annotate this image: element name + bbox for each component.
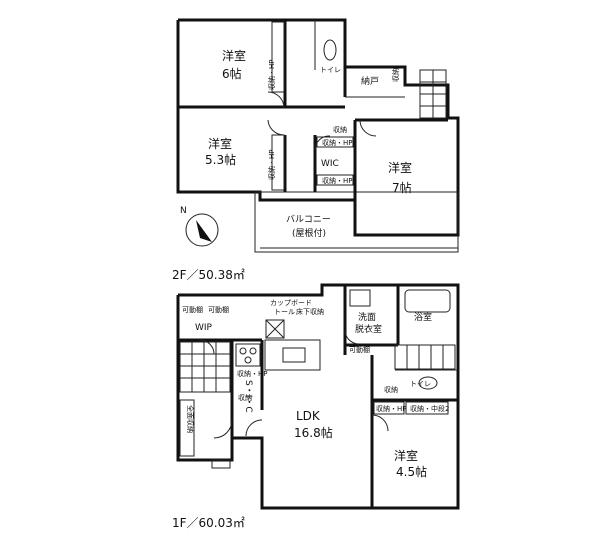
room-1f-wip: WIP xyxy=(195,323,213,333)
room-1f-western-size: 4.5帖 xyxy=(396,464,427,479)
door-entrance xyxy=(213,419,233,439)
stovetop xyxy=(235,343,261,367)
toilet-1f-fixture xyxy=(418,376,438,390)
storage-2f-label-b: 収納 xyxy=(391,68,400,82)
burner-b xyxy=(249,347,257,355)
storage-2f-label-a: 収納 xyxy=(333,125,347,134)
shoe-storage xyxy=(179,399,195,457)
closet-53 xyxy=(271,134,285,191)
room-1f-sic: S・I・C xyxy=(243,380,253,413)
storage-1f-label-b: 収納 xyxy=(238,393,252,402)
door-western xyxy=(371,414,389,432)
room-1f-wash-1: 洗面 xyxy=(358,311,376,323)
movable-shelf-c: 可動棚 xyxy=(349,345,370,354)
cupboard-1: カップボード xyxy=(270,299,312,307)
closet-2f-label-a: 収納・HP xyxy=(267,60,276,91)
floor-2-plan: 洋室 6帖 洋室 5.3帖 洋室 7帖 WIC 納戸 トイレ バルコニー (屋根… xyxy=(176,18,460,253)
shoe-storage-label: 全面収納 xyxy=(186,405,195,433)
entrance-step xyxy=(211,459,231,469)
compass-icon: N xyxy=(180,206,219,247)
room-1f-bath: 浴室 xyxy=(414,311,432,323)
door-53 xyxy=(267,119,285,136)
balcony-label-2: (屋根付) xyxy=(292,227,326,239)
door-wip xyxy=(199,339,215,355)
room-2f-wic: WIC xyxy=(321,159,339,169)
stairs-2f xyxy=(419,69,447,119)
door-wash xyxy=(344,329,360,345)
door-ldk xyxy=(245,419,263,437)
floor-2-outer-wall xyxy=(176,18,460,237)
door-6 xyxy=(267,91,285,109)
closet-2f-label-d: 収納・HP xyxy=(322,176,353,185)
door-wic xyxy=(314,135,331,151)
closet-1f-label-a: 収納・HP xyxy=(237,369,268,378)
kitchen-sink xyxy=(282,347,306,363)
room-2f-53-name: 洋室 xyxy=(208,136,232,151)
room-2f-toilet: トイレ xyxy=(320,66,341,74)
floor-storage-hatch xyxy=(265,319,285,339)
room-1f-toilet: トイレ xyxy=(410,380,431,388)
balcony-label-1: バルコニー xyxy=(286,214,331,225)
closet-6 xyxy=(271,21,285,93)
closet-wic-bottom xyxy=(316,174,354,186)
floor-1-area-label: 1F／60.03㎡ xyxy=(172,516,245,530)
toilet-2f-fixture xyxy=(323,39,337,61)
floor-1-plan: LDK 16.8帖 洋室 4.5帖 WIP S・I・C 洗面 脱衣室 浴室 トイ… xyxy=(176,283,460,510)
washbasin xyxy=(349,289,371,307)
floor-2-area-label: 2F／50.38㎡ xyxy=(172,268,245,282)
room-1f-ldk-size: 16.8帖 xyxy=(294,425,333,440)
closet-1f-label-c: 収納・中段2 xyxy=(410,404,449,413)
room-2f-6-size: 6帖 xyxy=(222,66,242,81)
kitchen-tile-floor xyxy=(179,341,231,393)
room-2f-7-size: 7帖 xyxy=(392,180,412,195)
room-2f-7-name: 洋室 xyxy=(388,160,412,175)
room-1f-western-name: 洋室 xyxy=(394,448,418,463)
burner-c xyxy=(244,356,252,364)
bathtub xyxy=(404,289,451,313)
room-2f-nando: 納戸 xyxy=(361,75,379,87)
kitchen-island xyxy=(264,339,321,371)
room-2f-53-size: 5.3帖 xyxy=(205,152,236,167)
movable-shelf-b: 可動棚 xyxy=(208,305,229,314)
compass-label: N xyxy=(180,206,187,216)
closet-western xyxy=(373,401,405,415)
movable-shelf-a: 可動棚 xyxy=(182,305,203,314)
room-1f-ldk-name: LDK xyxy=(296,409,321,423)
cupboard-2: トール xyxy=(274,308,295,316)
closet-western-b xyxy=(405,401,449,415)
closet-1f-label-b: 収納・HP xyxy=(376,404,407,413)
stairs-1f xyxy=(394,344,456,370)
closet-2f-label-b: 収納・HP xyxy=(267,150,276,181)
storage-1f-label-a: 収納 xyxy=(384,385,398,394)
room-2f-6-name: 洋室 xyxy=(222,48,246,63)
floor-storage-label: 床下収納 xyxy=(296,307,324,316)
burner-a xyxy=(239,347,247,355)
door-7 xyxy=(359,119,377,137)
room-1f-wash-2: 脱衣室 xyxy=(355,323,382,335)
closet-2f-label-c: 収納・HP xyxy=(322,138,353,147)
